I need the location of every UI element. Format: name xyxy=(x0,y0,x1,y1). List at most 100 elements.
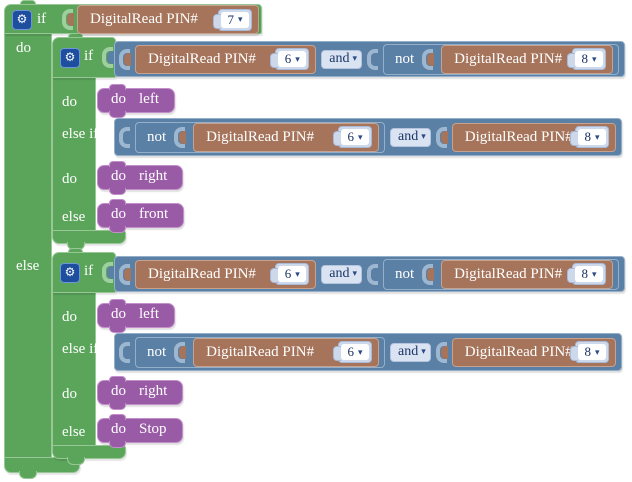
logic-and-block[interactable]: not DigitalRead PIN# 6▾ and▾ DigitalRead… xyxy=(114,118,622,156)
call-verb: do xyxy=(111,421,126,437)
value-socket xyxy=(422,48,435,70)
operator-value: and xyxy=(398,128,419,144)
inner-if-2-do-label: do xyxy=(62,309,77,325)
outer-do-label: do xyxy=(16,40,31,56)
pin-dropdown[interactable]: 6▾ xyxy=(270,263,310,285)
call-name: front xyxy=(139,206,169,222)
dropdown-arrow-icon: ▾ xyxy=(295,53,300,64)
dropdown-arrow-icon: ▾ xyxy=(237,14,243,24)
inner-if-1-top-notch xyxy=(68,33,83,38)
dropdown-arrow-icon: ▾ xyxy=(357,346,363,357)
dropdown-arrow-icon: ▾ xyxy=(421,346,426,356)
not-label: not xyxy=(395,265,415,282)
inner-if-1-do-label: do xyxy=(62,94,77,110)
call-name: right xyxy=(139,383,168,399)
value-socket xyxy=(174,126,187,148)
gear-icon[interactable]: ⚙ xyxy=(60,48,80,68)
dropdown-arrow-icon: ▾ xyxy=(591,53,597,64)
digitalread-label: DigitalRead PIN# xyxy=(454,265,563,282)
digitalread-label: DigitalRead PIN# xyxy=(90,11,198,27)
logic-and-block[interactable]: not DigitalRead PIN# 6▾ and▾ DigitalRead… xyxy=(114,333,622,371)
value-socket xyxy=(435,341,448,363)
value-socket xyxy=(119,126,131,148)
call-right-block[interactable]: do right xyxy=(97,161,184,195)
digitalread-block[interactable]: DigitalRead PIN# 6▾ xyxy=(135,44,317,74)
operator-dropdown[interactable]: and▾ xyxy=(321,49,362,69)
pin-dropdown[interactable]: 8▾ xyxy=(567,48,606,70)
pin-dropdown[interactable]: 8▾ xyxy=(570,341,609,363)
digitalread-label: DigitalRead PIN# xyxy=(206,128,315,145)
logic-not-block[interactable]: not DigitalRead PIN# 6▾ xyxy=(135,336,385,368)
operator-dropdown[interactable]: and▾ xyxy=(321,264,362,284)
outer-if-condition-socket xyxy=(62,9,74,30)
inner-if-1-block[interactable] xyxy=(52,77,96,231)
digitalread-block[interactable]: DigitalRead PIN# 8▾ xyxy=(441,259,613,289)
digitalread-label: DigitalRead PIN# xyxy=(206,343,315,360)
logic-and-block[interactable]: DigitalRead PIN# 6▾ and▾ not DigitalRead… xyxy=(114,41,625,77)
call-verb: do xyxy=(111,168,126,184)
pin-dropdown[interactable]: 6▾ xyxy=(333,341,372,363)
pin-dropdown[interactable]: 6▾ xyxy=(270,48,310,70)
digitalread-block[interactable]: DigitalRead PIN# 6▾ xyxy=(193,337,379,367)
call-left-block[interactable]: do left xyxy=(97,84,175,118)
pin-value: 8 xyxy=(584,344,591,359)
inner-if-1-label: if xyxy=(84,48,94,64)
call-left-block[interactable]: do left xyxy=(97,299,175,333)
not-label: not xyxy=(147,128,167,145)
inner-if-2-else-label: else xyxy=(62,424,86,440)
inner-if-2-block[interactable] xyxy=(52,292,96,446)
dropdown-arrow-icon: ▾ xyxy=(591,268,597,279)
dropdown-arrow-icon: ▾ xyxy=(357,131,363,142)
pin-dropdown[interactable]: 6▾ xyxy=(333,126,372,148)
inner-if-2-do2-label: do xyxy=(62,386,77,402)
operator-dropdown[interactable]: and▾ xyxy=(390,342,431,362)
inner-if-2-footer xyxy=(52,445,126,465)
pin-dropdown[interactable]: 8▾ xyxy=(570,126,609,148)
operator-value: and xyxy=(398,343,419,359)
inner-if-1-do2-label: do xyxy=(62,171,77,187)
digitalread-block[interactable]: DigitalRead PIN# 6▾ xyxy=(193,122,379,152)
pin-value: 6 xyxy=(347,344,354,359)
logic-and-block[interactable]: DigitalRead PIN# 6▾ and▾ not DigitalRead… xyxy=(114,256,625,292)
digitalread-block[interactable]: DigitalRead PIN# 8▾ xyxy=(451,337,616,367)
gear-icon[interactable]: ⚙ xyxy=(60,263,80,283)
operator-dropdown[interactable]: and▾ xyxy=(390,127,431,147)
value-socket xyxy=(367,48,379,70)
logic-not-block[interactable]: not DigitalRead PIN# 6▾ xyxy=(135,121,385,153)
dropdown-arrow-icon: ▾ xyxy=(295,268,300,279)
pin-value: 8 xyxy=(581,266,588,281)
pin-value: 8 xyxy=(581,51,588,66)
logic-not-block[interactable]: not DigitalRead PIN# 8▾ xyxy=(383,43,619,75)
call-name: left xyxy=(139,306,159,322)
call-right-block[interactable]: do right xyxy=(97,376,184,410)
outer-if-block[interactable] xyxy=(4,34,52,458)
digitalread-block[interactable]: DigitalRead PIN# 7▾ xyxy=(77,5,259,34)
inner-if-2-elseif-label: else if xyxy=(62,341,99,357)
gear-icon[interactable]: ⚙ xyxy=(12,10,32,30)
not-label: not xyxy=(395,50,415,67)
value-socket xyxy=(435,126,448,148)
call-name: left xyxy=(139,91,159,107)
operator-value: and xyxy=(329,265,350,281)
pin-value: 6 xyxy=(284,51,292,66)
value-socket xyxy=(367,263,379,285)
value-socket xyxy=(119,48,131,70)
digitalread-block[interactable]: DigitalRead PIN# 8▾ xyxy=(451,122,616,152)
inner-if-2-label: if xyxy=(84,263,94,279)
outer-if-footer xyxy=(4,457,80,479)
dropdown-arrow-icon: ▾ xyxy=(352,53,357,63)
digitalread-block[interactable]: DigitalRead PIN# 8▾ xyxy=(441,44,613,74)
pin-value: 7 xyxy=(227,11,234,27)
call-verb: do xyxy=(111,206,126,222)
value-socket xyxy=(119,263,131,285)
pin-dropdown[interactable]: 8▾ xyxy=(567,263,606,285)
digitalread-block[interactable]: DigitalRead PIN# 6▾ xyxy=(135,259,317,289)
call-front-block[interactable]: do front xyxy=(97,199,185,233)
call-stop-block[interactable]: do Stop xyxy=(97,414,183,448)
inner-if-2-top-notch xyxy=(68,248,83,253)
pin-value: 6 xyxy=(347,129,354,144)
not-label: not xyxy=(147,343,167,360)
pin-dropdown[interactable]: 7▾ xyxy=(213,8,252,31)
pin-value: 8 xyxy=(584,129,591,144)
logic-not-block[interactable]: not DigitalRead PIN# 8▾ xyxy=(383,258,619,290)
